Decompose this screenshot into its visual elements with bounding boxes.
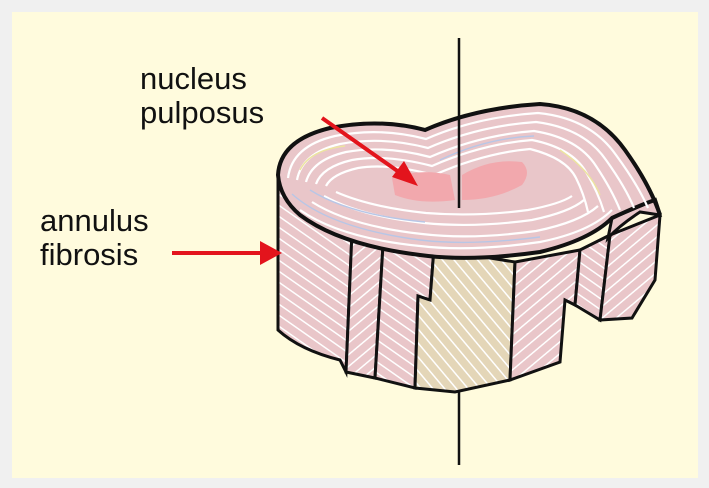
label-annulus-line1: annulus — [40, 204, 149, 238]
label-annulus-line2: fibrosis — [40, 238, 138, 272]
label-nucleus-line1: nucleus — [140, 62, 247, 96]
arrow-annulus — [172, 241, 282, 265]
label-nucleus-line2: pulposus — [140, 96, 264, 130]
